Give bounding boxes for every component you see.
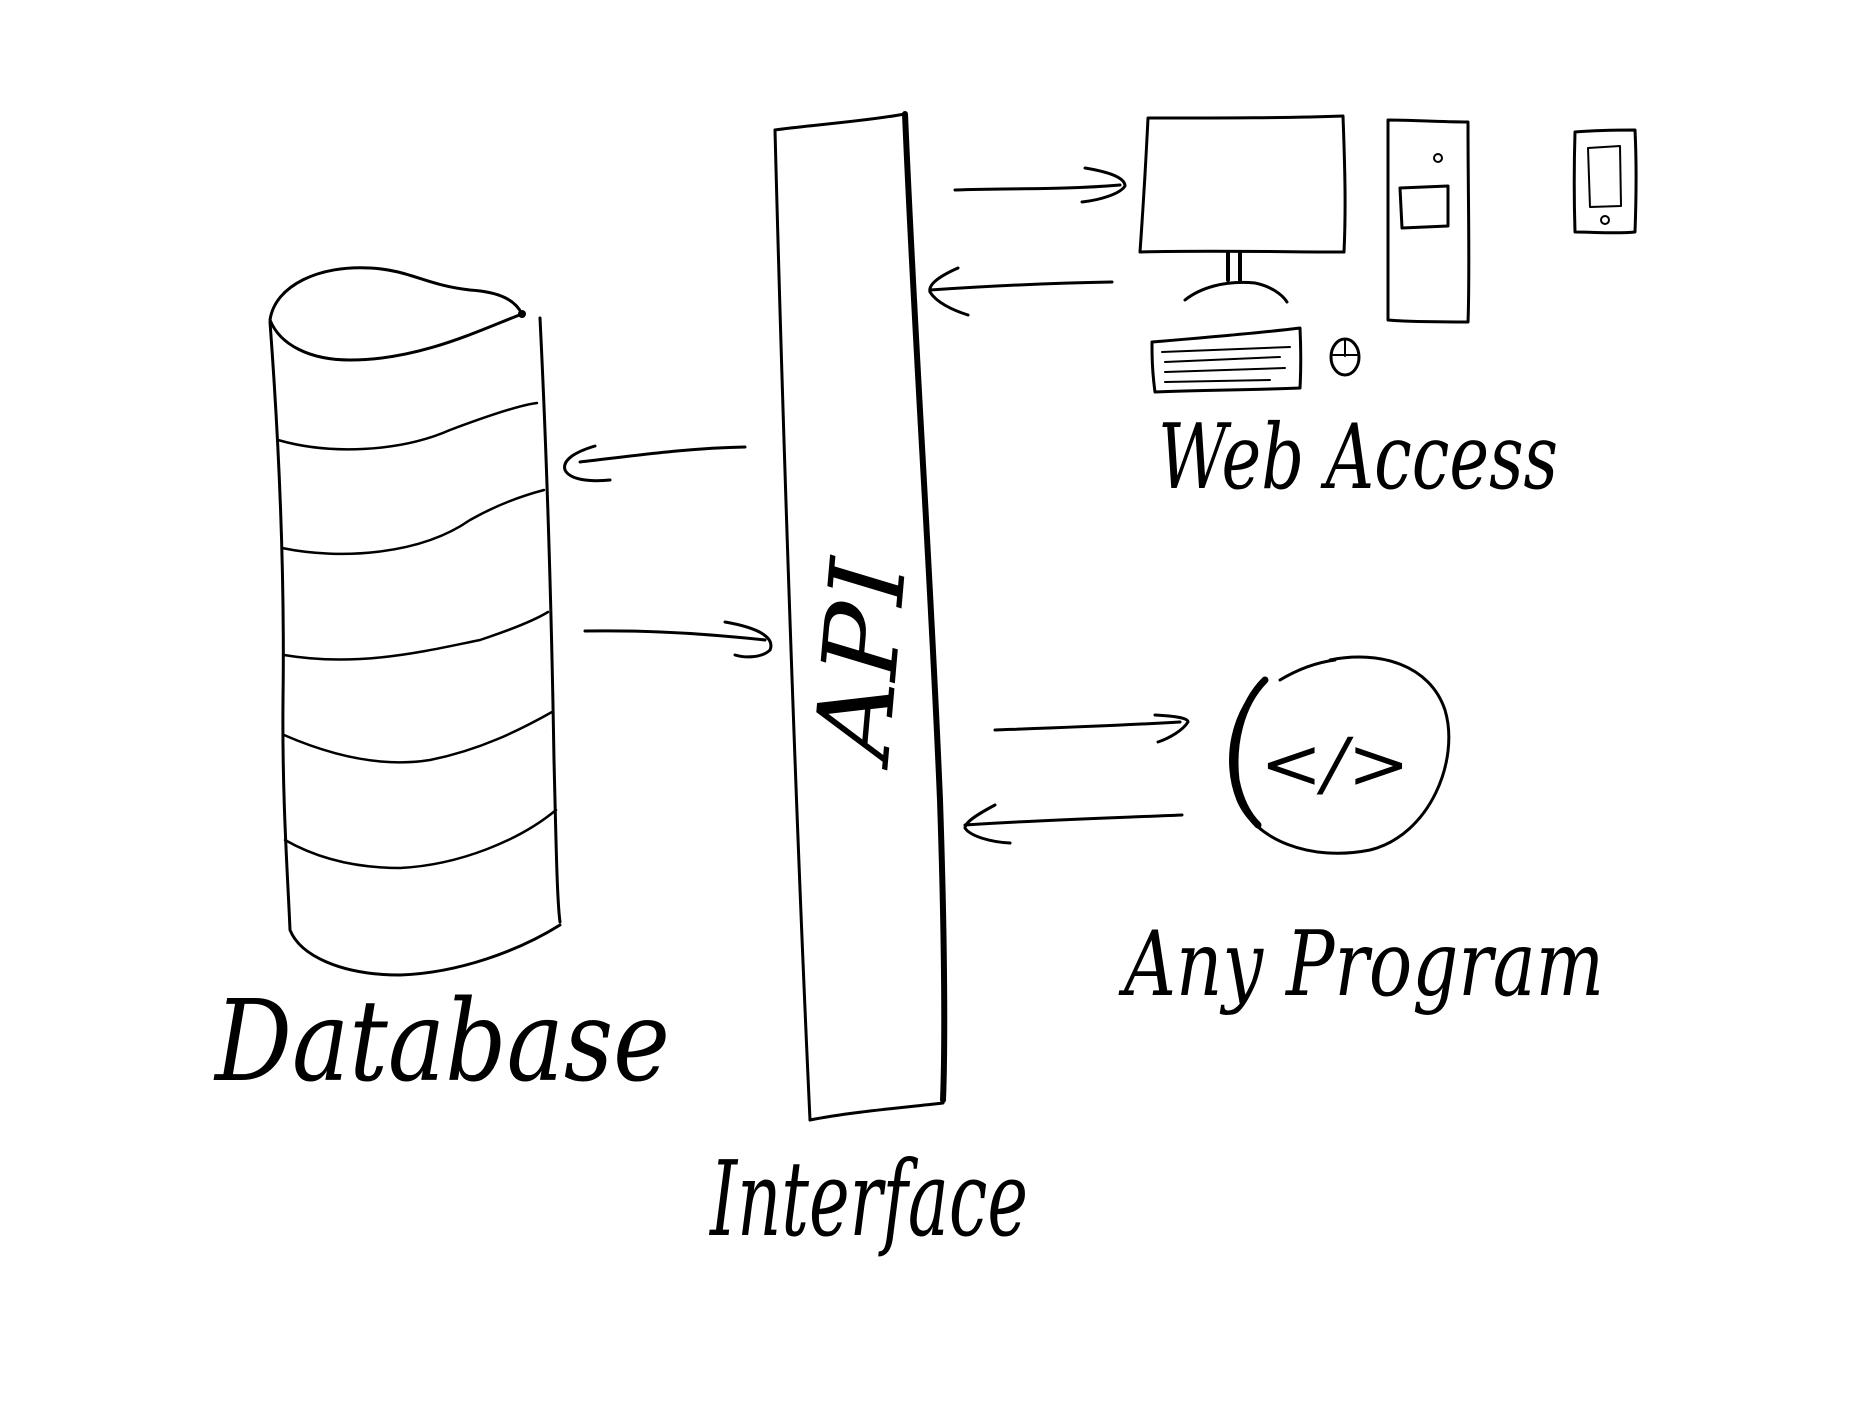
phone-icon [1572, 128, 1638, 235]
api-column [773, 111, 948, 1122]
api-label: API [791, 552, 931, 772]
interface-label: Interface [709, 1138, 1028, 1260]
database-label: Database [213, 977, 670, 1107]
arrow-program-to-api [963, 803, 1184, 845]
mouse-icon [1329, 337, 1361, 377]
any-program-label: Any Program [1118, 912, 1604, 1017]
arrow-database-to-api [583, 620, 773, 659]
monitor-icon [1138, 114, 1347, 304]
code-circle-icon [1229, 655, 1451, 855]
arrow-api-to-program [993, 713, 1190, 744]
desktop-tower-icon [1386, 118, 1471, 324]
code-symbol-label: </> [1260, 723, 1410, 805]
arrow-api-to-web [953, 166, 1127, 204]
arrow-api-to-database [563, 444, 747, 483]
database-dot [518, 310, 526, 318]
keyboard-icon [1150, 326, 1303, 394]
arrow-web-to-api [928, 266, 1114, 317]
web-access-label: Web Access [1158, 405, 1558, 510]
database-cylinder [268, 266, 562, 977]
